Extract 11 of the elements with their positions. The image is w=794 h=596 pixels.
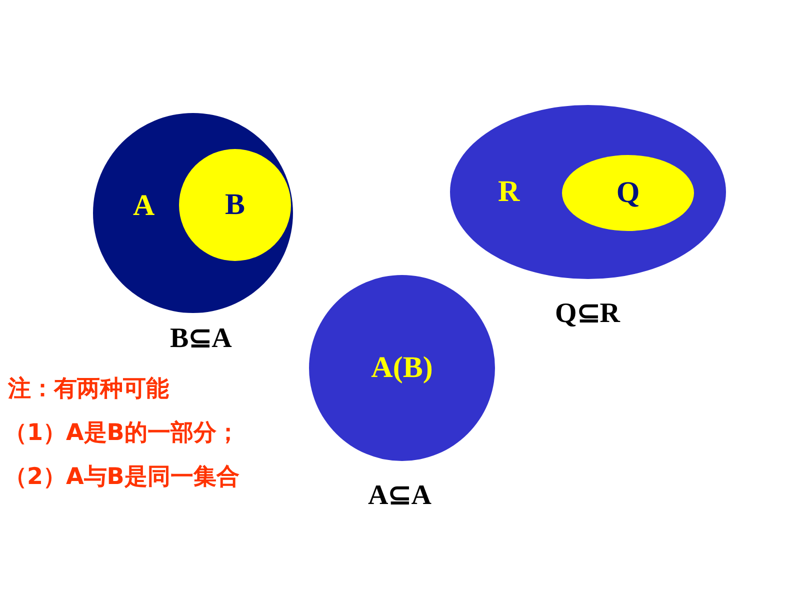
set-label: A(B): [371, 353, 433, 383]
subset-caption: B⊆A: [170, 325, 232, 353]
set-label: B: [225, 190, 245, 220]
note-text: （1）A是B的一部分；: [4, 422, 240, 445]
set-label: A: [133, 191, 155, 221]
set-label: Q: [616, 178, 640, 208]
subset-caption: Q⊆R: [555, 300, 620, 328]
set-label: R: [498, 177, 520, 207]
note-text: 注：有两种可能: [8, 378, 169, 401]
subset-caption: A⊆A: [368, 482, 432, 510]
note-text: （2）A与B是同一集合: [4, 466, 240, 489]
